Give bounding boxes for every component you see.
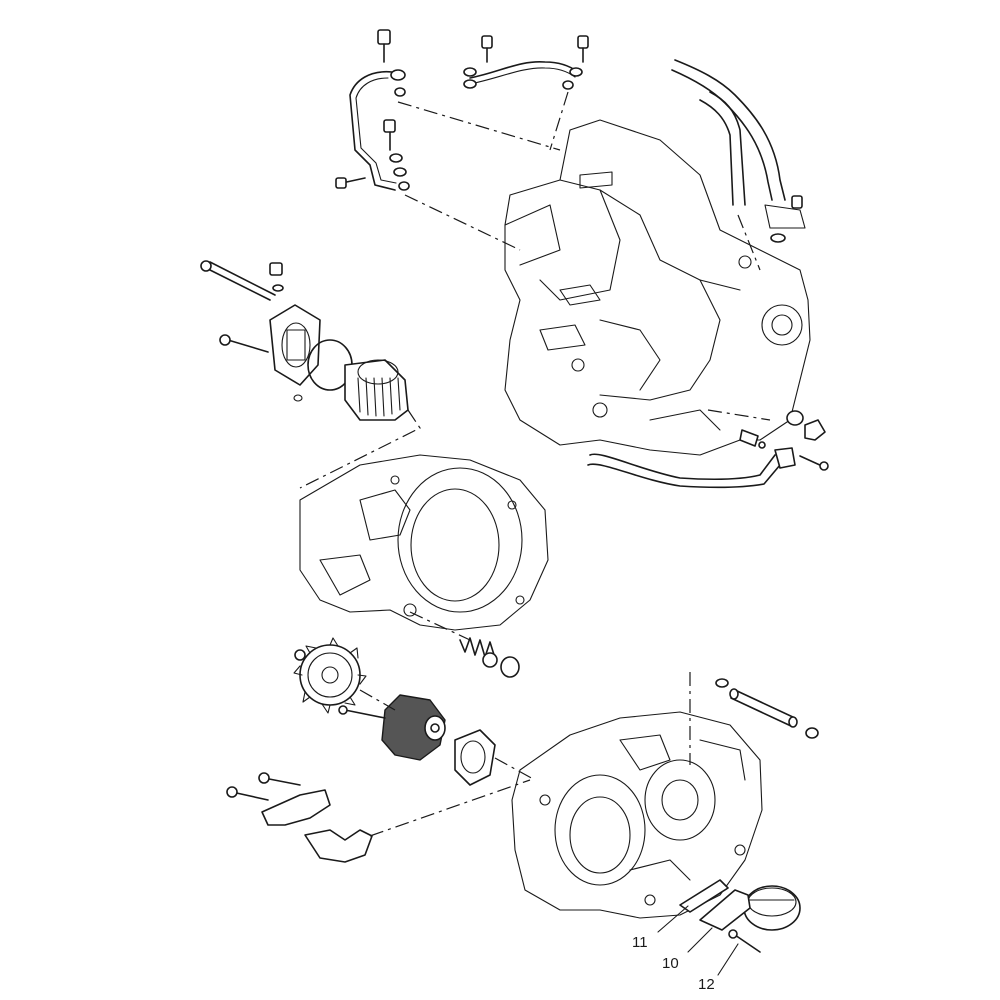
right-fittings	[587, 410, 829, 489]
oil-pump	[338, 694, 496, 786]
pump-gear	[293, 637, 367, 714]
bracket-parts	[226, 772, 373, 863]
callout-11: 11	[632, 934, 648, 951]
oil-filter-group	[200, 260, 409, 421]
crankcase-lower	[511, 711, 763, 919]
callout-12: 12	[698, 976, 715, 993]
relief-spring	[459, 637, 520, 678]
callout-line-10	[687, 927, 713, 953]
engine-block-upper	[504, 119, 811, 456]
oil-pipe-left	[335, 29, 410, 191]
crankcase-cover	[299, 454, 549, 631]
callout-line-12	[717, 943, 739, 976]
oil-tube	[715, 678, 819, 739]
oil-strainer	[679, 879, 801, 953]
callout-10: 10	[662, 955, 679, 972]
breather-hose	[671, 59, 806, 243]
oil-pipe-right	[463, 35, 589, 90]
callout-line-11	[657, 905, 689, 933]
